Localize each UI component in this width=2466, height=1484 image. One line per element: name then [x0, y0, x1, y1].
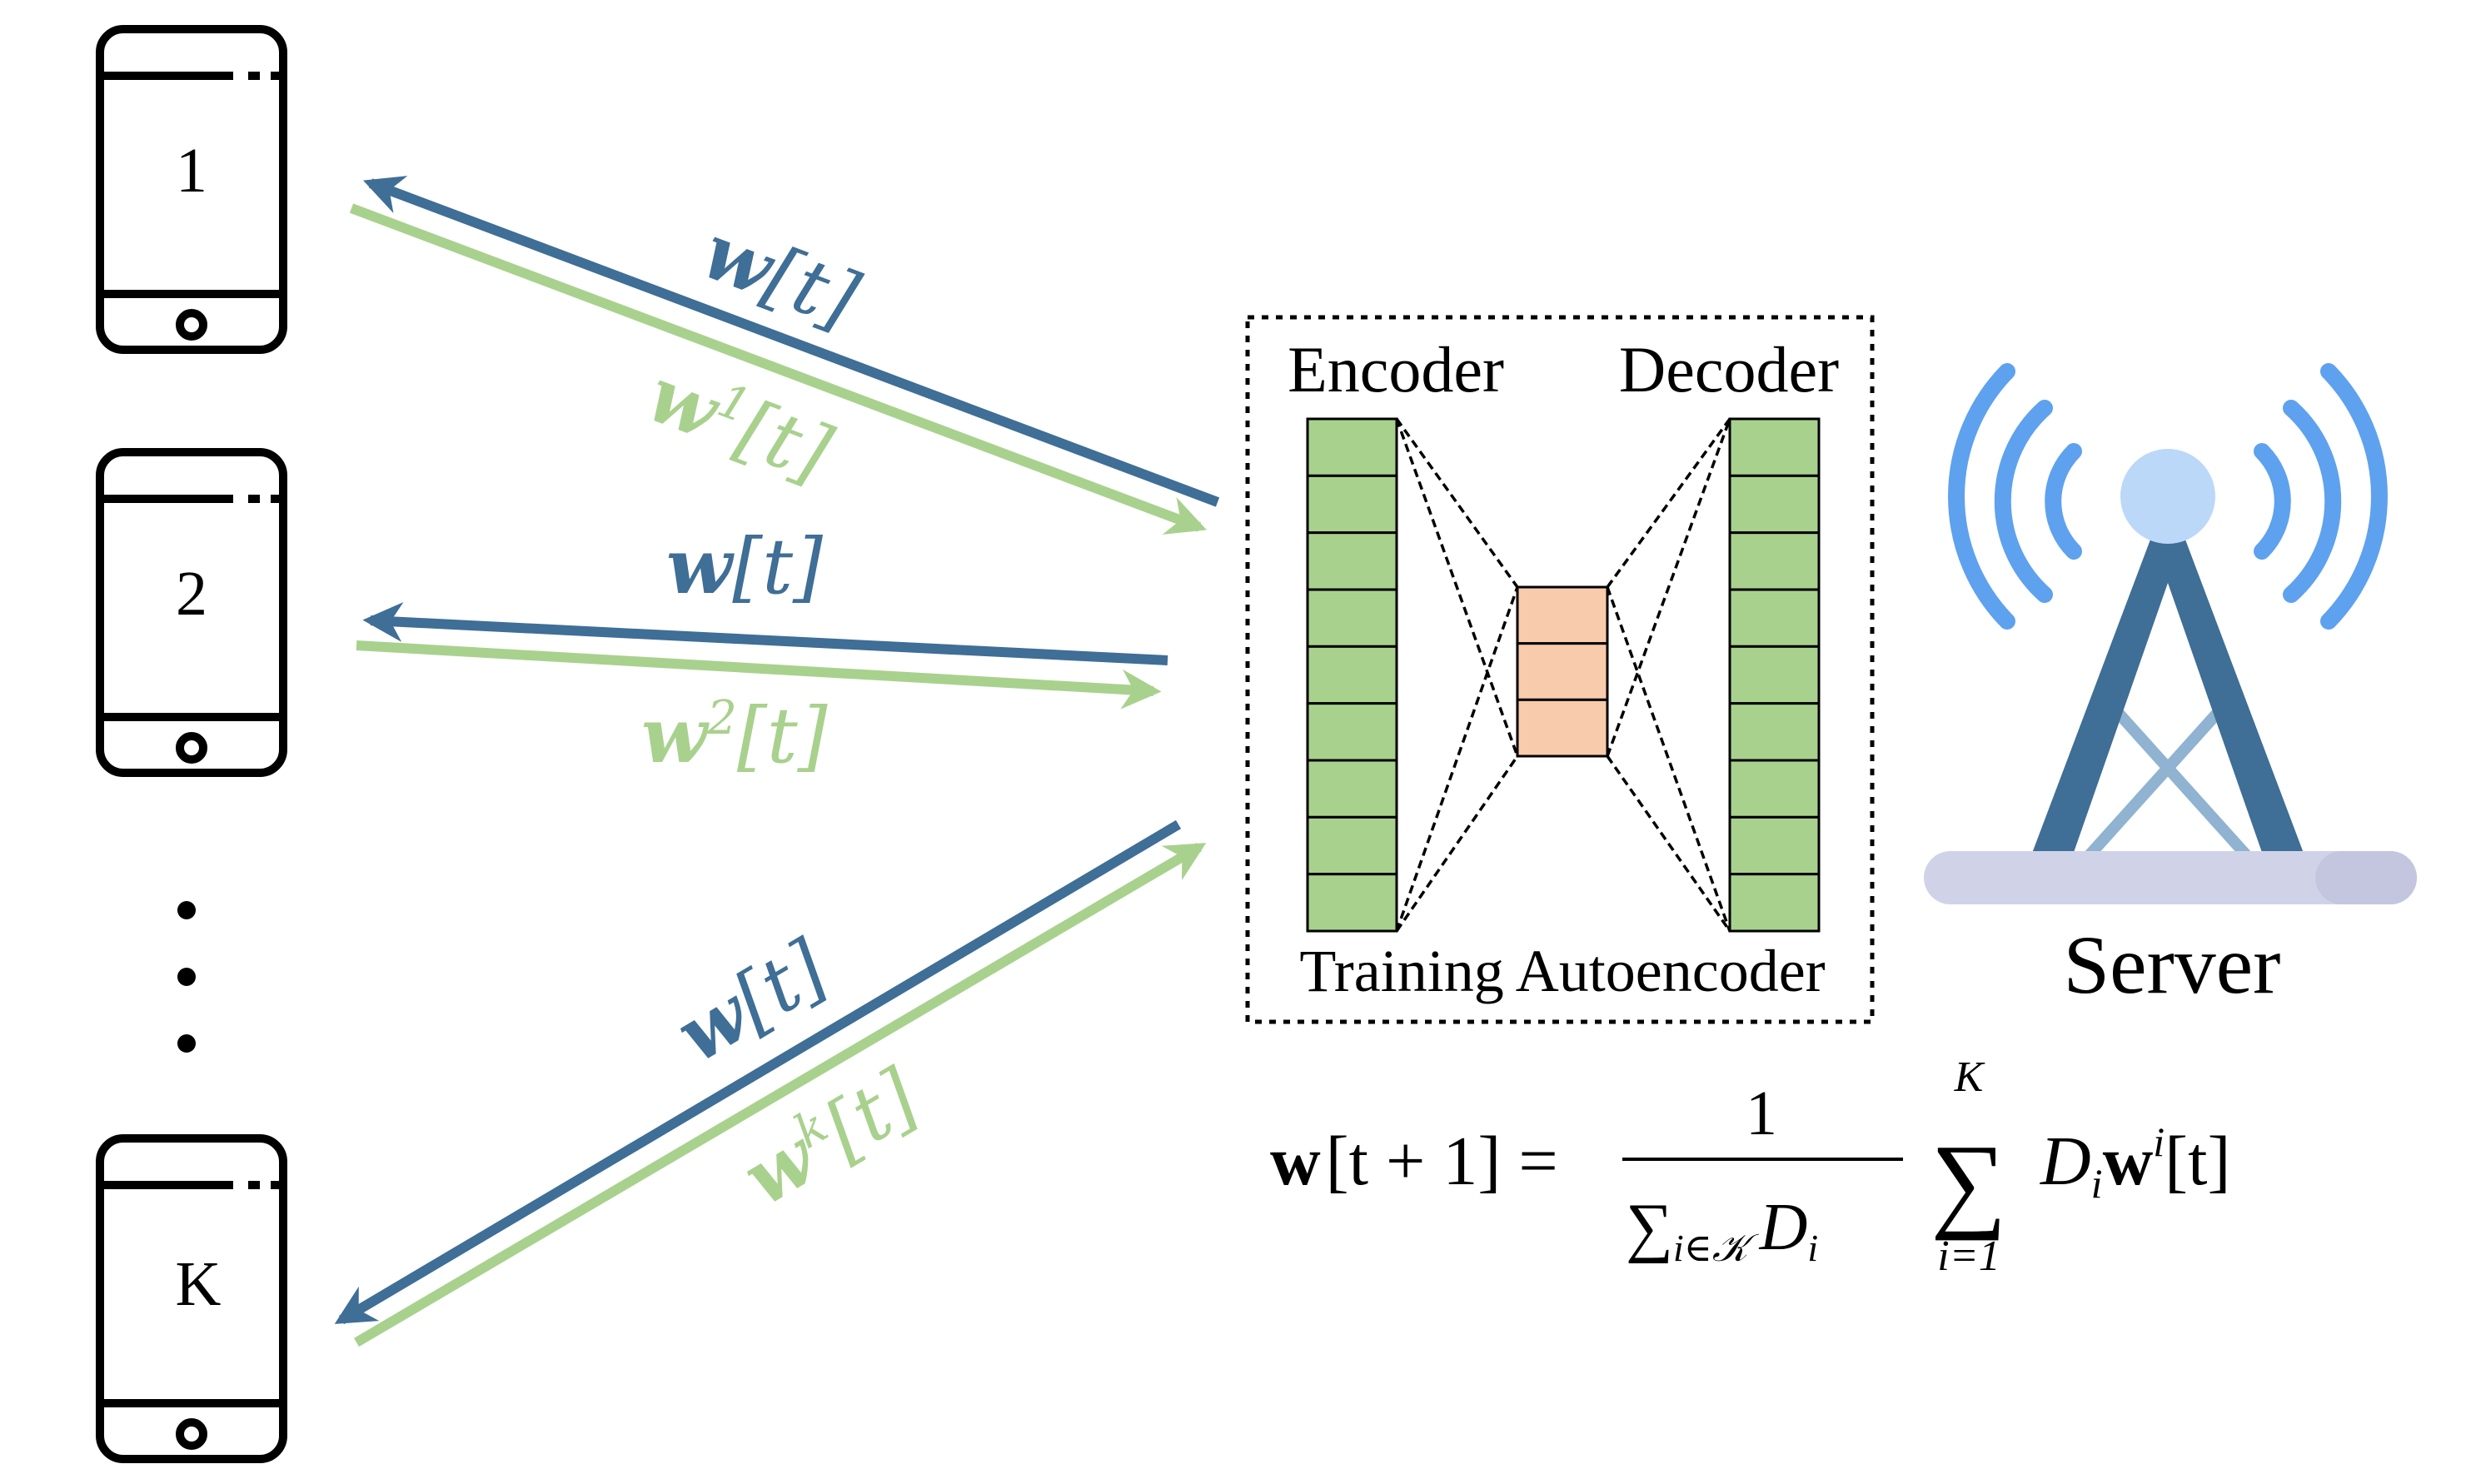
encoder-neuron — [1306, 474, 1398, 535]
tower-base — [1924, 851, 2417, 904]
encoder-layer — [1306, 417, 1398, 933]
decoder-neuron — [1728, 645, 1821, 705]
uplink-label: w1[t] — [636, 349, 842, 499]
link-device-1: w[t] w1[t] — [349, 176, 1220, 535]
encoder-neuron — [1306, 815, 1398, 876]
device-label: K — [176, 1249, 222, 1319]
downlink-arrow — [362, 601, 1168, 665]
encoder-neuron — [1306, 873, 1398, 933]
uplink-arrow — [353, 842, 1207, 1347]
device-ellipsis — [177, 901, 196, 1053]
smartphone-icon — [96, 1134, 287, 1463]
server: Server — [1924, 363, 2417, 1011]
encoder-neuron — [1306, 645, 1398, 705]
server-label: Server — [2064, 919, 2281, 1011]
formula-numerator: 1 — [1746, 1078, 1777, 1148]
sum-lower-limit: i=1 — [1937, 1233, 2000, 1280]
autoencoder-border — [1245, 315, 1875, 1024]
encoder-neuron — [1306, 702, 1398, 762]
latent-layer — [1516, 585, 1609, 758]
uplink-label: w2[t] — [641, 690, 828, 780]
downlink-label: w[t] — [661, 923, 842, 1080]
decoder-neuron — [1728, 815, 1821, 876]
encoder-neuron — [1306, 759, 1398, 819]
downlink-label: w[t] — [691, 206, 869, 345]
decoder-neuron — [1728, 759, 1821, 819]
downlink-arrow — [363, 176, 1220, 507]
encoder-neuron — [1306, 531, 1398, 591]
device-label: 2 — [176, 559, 207, 629]
autoencoder-caption: Training Autoencoder — [1299, 938, 1825, 1004]
decoder-layer — [1728, 417, 1821, 933]
link-device-2: w[t] w2[t] — [356, 521, 1168, 780]
formula-lhs: w[t + 1] = — [1270, 1123, 1558, 1200]
downlink-label: w[t] — [666, 521, 823, 611]
decoder-neuron — [1728, 873, 1821, 933]
encoder-neuron — [1306, 588, 1398, 648]
link-device-k: w[t] wk[t] — [334, 819, 1207, 1347]
uplink-arrow — [349, 203, 1207, 535]
latent-neuron — [1516, 585, 1609, 645]
sum-upper-limit: K — [1954, 1053, 1985, 1101]
uplink-arrow — [356, 640, 1162, 710]
signal-waves-icon — [1948, 363, 2388, 630]
decoder-neuron — [1728, 702, 1821, 762]
decoder-neuron — [1728, 588, 1821, 648]
device-k: K — [96, 1134, 287, 1463]
autoencoder-panel: Encoder Decoder Training Autoencoder — [1245, 315, 1875, 1024]
cell-tower-icon — [1924, 363, 2417, 904]
decoder-label: Decoder — [1619, 333, 1839, 406]
ellipsis-dot — [177, 901, 196, 919]
ellipsis-dot — [177, 1034, 196, 1053]
smartphone-icon — [96, 25, 287, 354]
device-2: 2 — [96, 448, 287, 777]
formula-term: Diwi[t] — [2040, 1118, 2230, 1207]
latent-neuron — [1516, 698, 1609, 758]
decoder-neuron — [1728, 531, 1821, 591]
smartphone-icon — [96, 448, 287, 777]
device-label: 1 — [176, 136, 207, 206]
encoder-label: Encoder — [1288, 333, 1504, 406]
device-1: 1 — [96, 25, 287, 354]
antenna-head — [2120, 449, 2215, 544]
decoder-neuron — [1728, 474, 1821, 535]
ellipsis-dot — [177, 968, 196, 986]
sum-symbol: ∑ — [1930, 1123, 2006, 1241]
latent-neuron — [1516, 642, 1609, 701]
downlink-arrow — [334, 819, 1182, 1325]
network-connections — [1395, 417, 1731, 933]
decoder-neuron — [1728, 417, 1821, 477]
encoder-neuron — [1306, 417, 1398, 477]
